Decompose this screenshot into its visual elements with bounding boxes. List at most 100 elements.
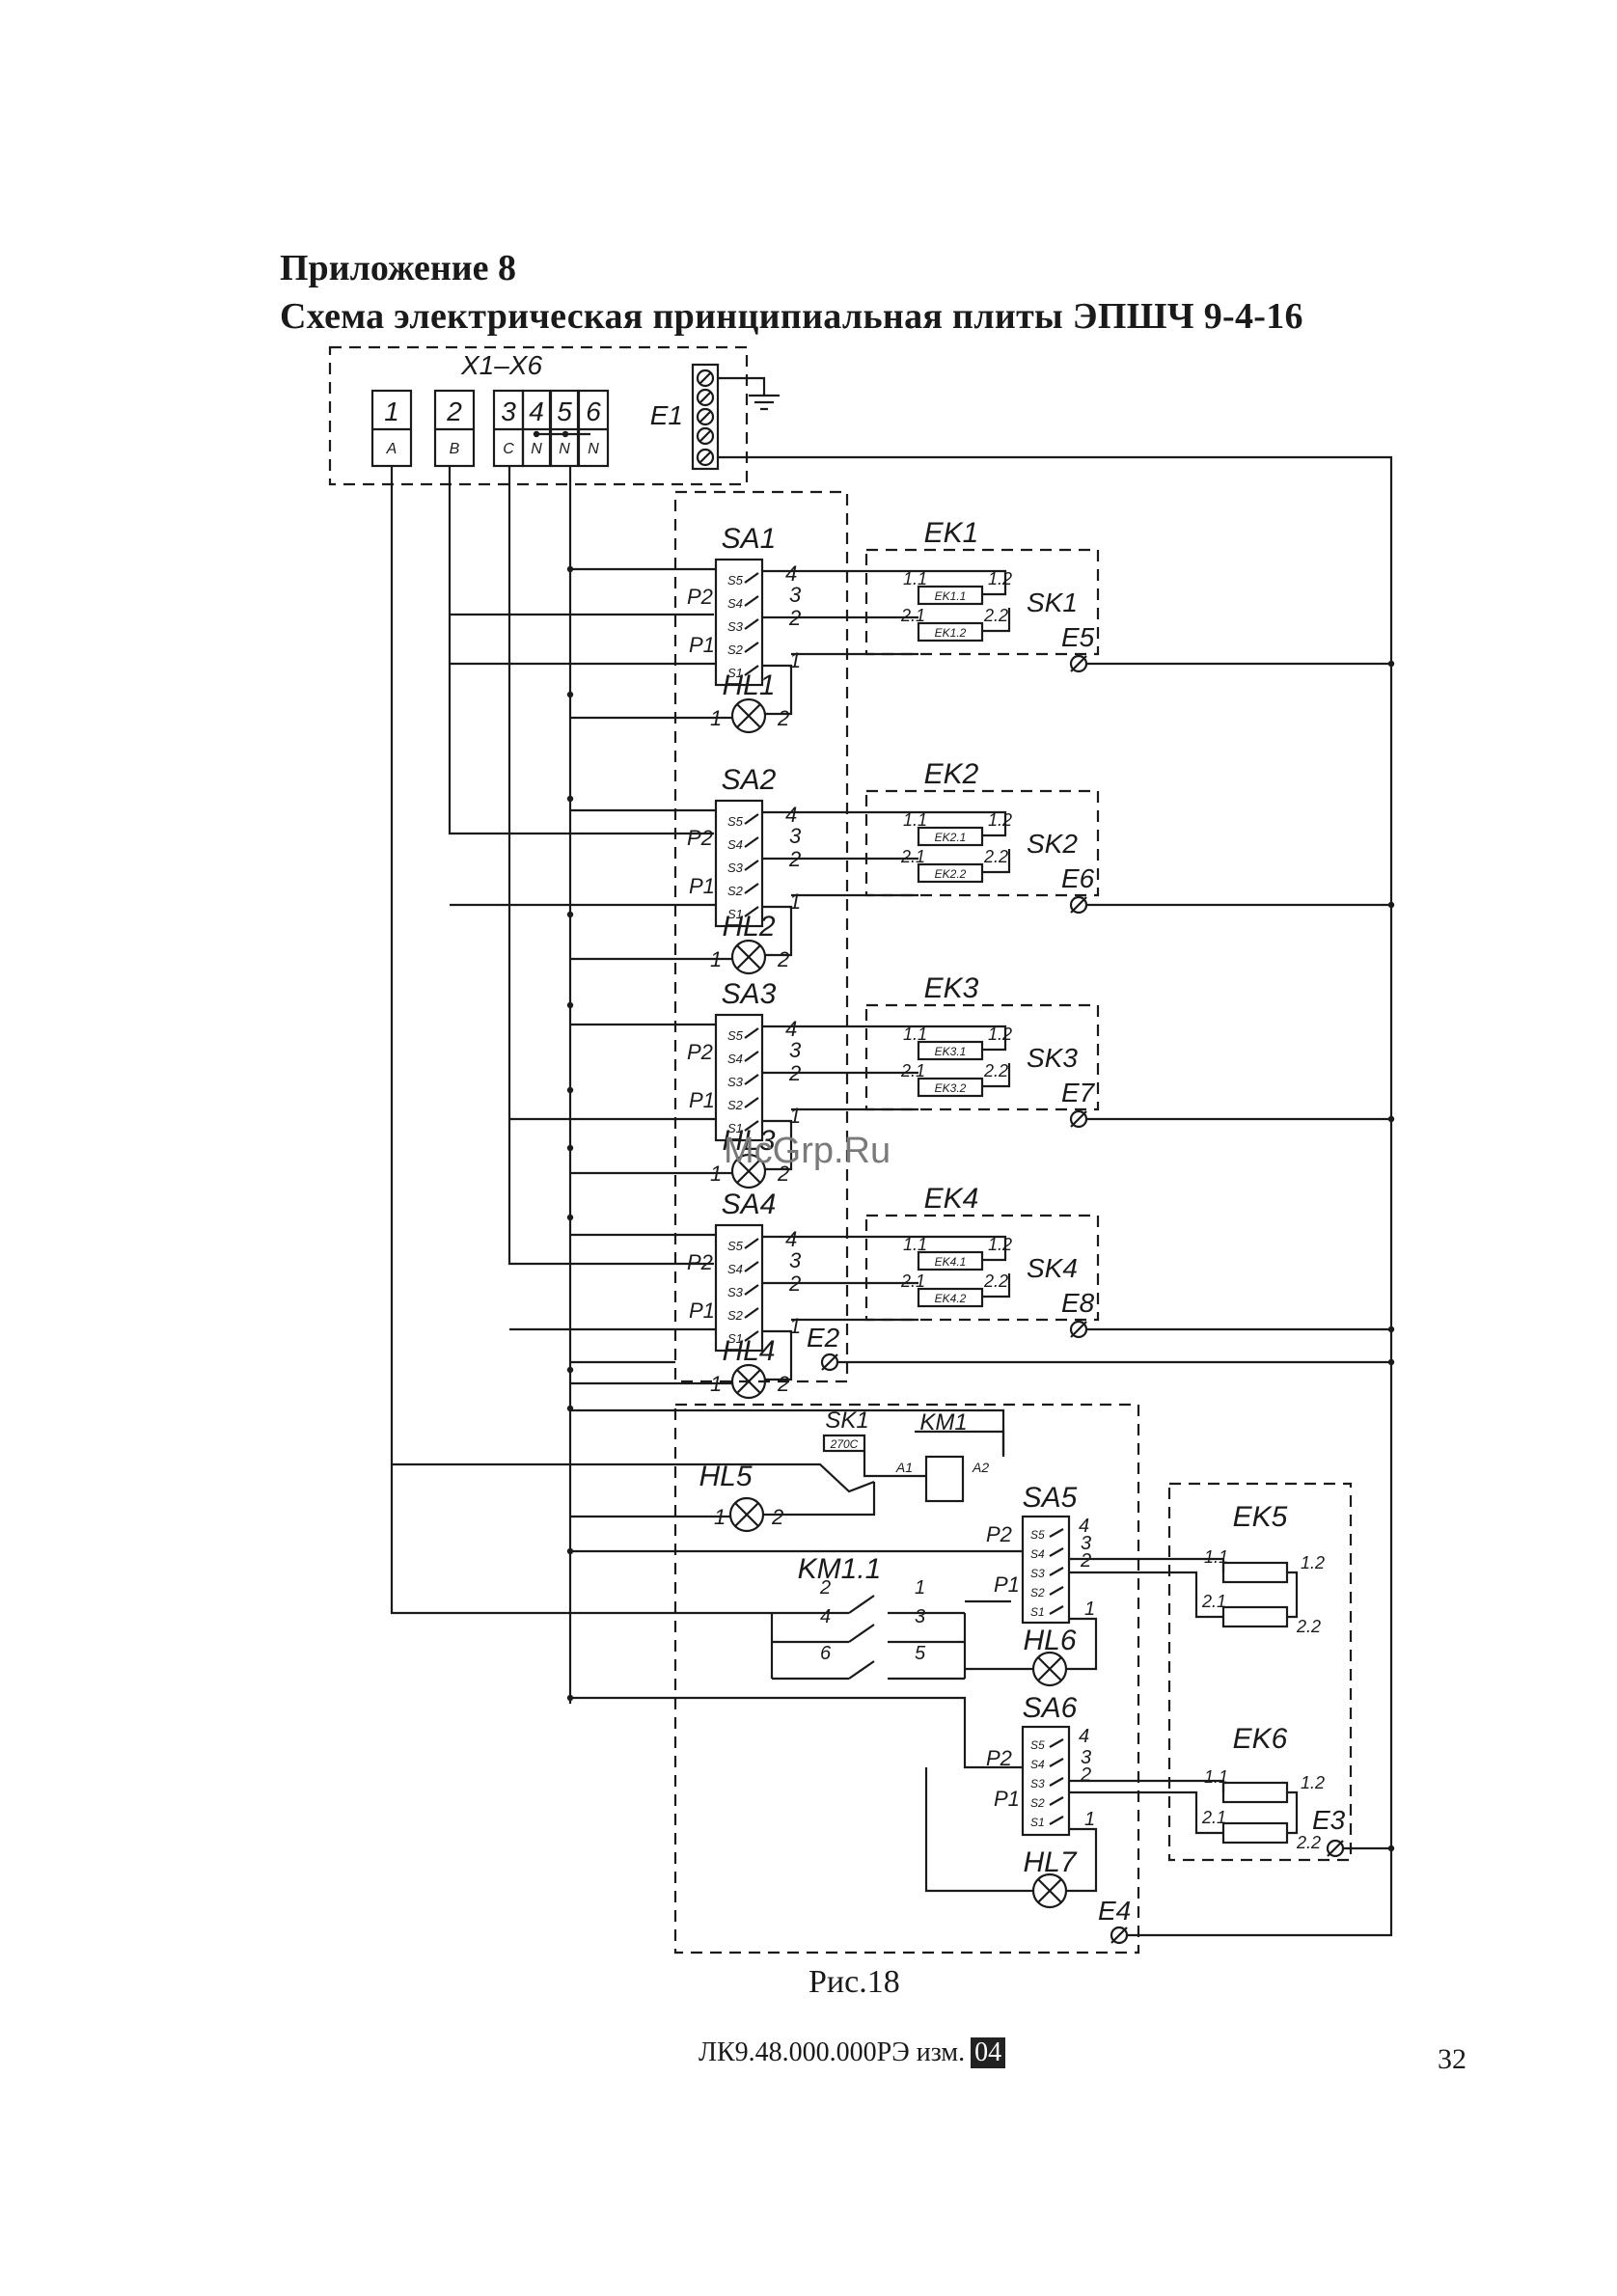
earth-label: E8: [1061, 1288, 1095, 1318]
switch-pin: 2: [788, 606, 801, 630]
junction-dot: [566, 691, 574, 698]
thermostat-link: [982, 608, 1011, 633]
lamp-wire: [763, 1482, 876, 1517]
earth-stroke: [1070, 1321, 1087, 1338]
ground-screw: [696, 426, 715, 446]
switch-pin: 3: [1081, 1533, 1091, 1554]
lamp-pin: 1: [714, 1505, 726, 1529]
junction-dot: [1387, 1326, 1395, 1333]
switch-contact-label: S2: [727, 642, 744, 657]
contact-blade: [848, 1660, 875, 1680]
junction-dot: [566, 1405, 574, 1412]
switch-contact: [744, 860, 759, 871]
junction-dot: [566, 1214, 574, 1221]
switch-contact: [744, 1051, 759, 1062]
switch-pin: 2: [788, 1271, 801, 1296]
coil-pin: A1: [895, 1460, 913, 1475]
document-code-text: ЛК9.48.000.000РЭ изм.: [699, 2037, 966, 2067]
junction-dot: [1387, 1845, 1395, 1852]
earth-stroke: [1070, 896, 1087, 914]
switch-contact: [744, 665, 759, 676]
switch-pin: 4: [785, 1227, 797, 1251]
switch-pin: 2: [788, 847, 801, 871]
junction-dot: [566, 1547, 574, 1555]
switch-pin: 2: [1080, 1764, 1091, 1786]
switch-pin: 1: [1084, 1809, 1095, 1830]
switch-contact-label: S5: [727, 1239, 744, 1253]
thermostat-temp: 270C: [830, 1437, 859, 1451]
lamp-wire: [924, 1767, 1032, 1893]
switch-contact: [1049, 1816, 1064, 1825]
phase-C-wire: [507, 466, 714, 1266]
terminal-number: 5: [557, 396, 572, 426]
element-pin: 1.1: [1204, 1767, 1228, 1787]
switch-contact: [1049, 1758, 1064, 1767]
screw-slot: [699, 451, 712, 464]
lamp-label: HL6: [1023, 1625, 1076, 1656]
switch-contact-label: S2: [1030, 1586, 1045, 1599]
lamp-wire: [762, 905, 793, 957]
lamp-label: HL7: [1023, 1846, 1077, 1878]
earth-terminal: [1069, 654, 1088, 673]
terminal-number: 3: [501, 396, 516, 426]
switch-contact: [1049, 1796, 1064, 1806]
switch-contact-label: S1: [727, 907, 743, 921]
switch-position: P1: [689, 874, 715, 898]
element-pin: 1.2: [1301, 1553, 1325, 1572]
switch-position: P2: [986, 1522, 1012, 1546]
switch-body: [714, 1223, 764, 1353]
earth-label: E2: [807, 1323, 840, 1353]
switch-position: P2: [687, 1040, 713, 1064]
lamp-cross: [734, 1502, 759, 1527]
element-pin: 2.1: [1201, 1592, 1226, 1611]
element-pin: 1.2: [988, 1235, 1012, 1254]
element-pin: 1.1: [903, 569, 927, 588]
heating-element: [917, 826, 984, 847]
switch-pin: 2: [788, 1061, 801, 1085]
switch-contact: [744, 595, 759, 607]
element-pin: 1.2: [1301, 1773, 1325, 1792]
lamp-wire: [1066, 1827, 1098, 1893]
element-pin: 2.1: [1201, 1808, 1226, 1827]
heating-element-label: EK1.2: [935, 626, 967, 640]
switch-label: SA3: [722, 978, 777, 1010]
heater-wire: [1069, 1557, 1225, 1572]
switch-contact: [1049, 1567, 1064, 1576]
earth-stroke: [821, 1353, 838, 1371]
switch-pin: 4: [785, 1017, 797, 1041]
heater-box: [864, 1003, 1100, 1111]
element-pin: 2.2: [1296, 1833, 1321, 1852]
indicator-lamp: [730, 939, 767, 975]
indicator-lamp: [730, 697, 767, 734]
indicator-lamp: [1031, 1872, 1068, 1909]
junction-dot: [566, 1144, 574, 1152]
lamp-pin: 2: [777, 1162, 789, 1186]
contact-blade: [848, 1595, 875, 1614]
contact-blade: [848, 1624, 875, 1643]
contact-pin: 6: [820, 1643, 832, 1664]
indicator-lamp: [730, 1153, 767, 1189]
heating-element-label: EK2.2: [935, 867, 967, 881]
switch-contact: [1049, 1605, 1064, 1615]
terminal-phase: N: [559, 441, 570, 457]
earth-label: E7: [1061, 1078, 1096, 1107]
ground-label: E1: [650, 400, 683, 430]
terminal-phase: C: [503, 441, 514, 457]
switch-pin: 3: [789, 583, 802, 607]
switch-body: [1021, 1725, 1071, 1837]
oven-heater-box: [1167, 1482, 1353, 1862]
switch-contact-label: S4: [727, 1052, 743, 1066]
terminal-box: [328, 345, 749, 486]
terminal-number: 6: [586, 396, 601, 426]
heater-wire: [1069, 1571, 1223, 1619]
heating-element: [1221, 1605, 1289, 1628]
heating-element: [917, 1250, 984, 1271]
earth-label: E4: [1098, 1896, 1131, 1926]
thermostat-label: SK4: [1027, 1253, 1078, 1283]
switch-contact: [744, 1238, 759, 1249]
heating-element: [917, 1077, 984, 1098]
heater-label: EK6: [1233, 1723, 1288, 1755]
lamp-wire: [1066, 1617, 1098, 1671]
lamp-label: HL2: [722, 911, 775, 943]
oven-control-box: [673, 1403, 1140, 1954]
